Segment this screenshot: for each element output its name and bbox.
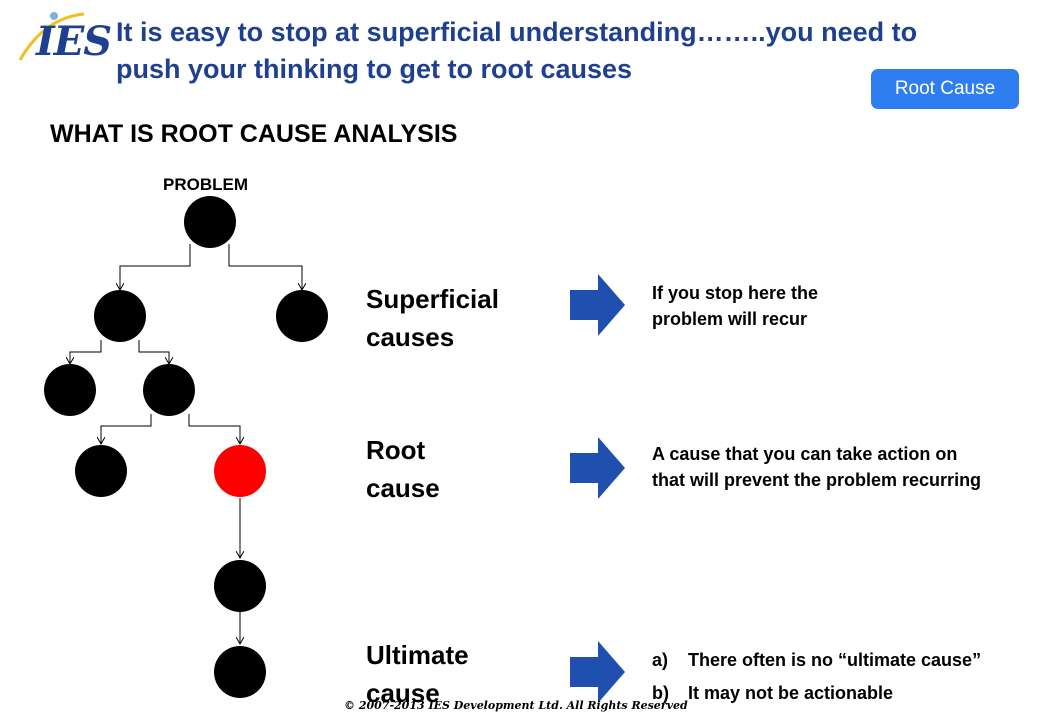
ultimate-cause-node — [214, 646, 266, 698]
connector-line — [120, 244, 191, 290]
description-line: A cause that you can take action on — [652, 444, 958, 464]
logo-text: IES — [36, 18, 112, 65]
right-arrow-icon — [570, 274, 625, 336]
connector-line — [101, 414, 152, 444]
description-line: problem will recur — [652, 309, 808, 329]
description-line: that will prevent the problem recurring — [652, 470, 982, 490]
copyright-footer: © 2007-2013 IES Development Ltd. All Rig… — [344, 699, 688, 712]
cause-node — [44, 364, 96, 416]
logo-swoosh-icon — [18, 12, 85, 61]
page-headline: It is easy to stop at superficial unders… — [116, 17, 918, 84]
connector-line — [188, 414, 240, 444]
description-line: If you stop here the — [652, 283, 819, 303]
list-marker: a) — [652, 650, 669, 670]
cause-node — [214, 560, 266, 612]
cause-node — [143, 364, 195, 416]
stage-title-line: Root — [366, 435, 426, 465]
ultimate-cause-points: a) There often is no “ultimate cause” b)… — [652, 644, 981, 710]
problem-label: PROBLEM — [163, 175, 248, 194]
list-text: It may not be actionable — [688, 683, 894, 703]
list-item: b) It may not be actionable — [652, 677, 981, 710]
connector-line — [228, 244, 302, 290]
stage-ultimate-cause: Ultimate cause — [366, 636, 469, 712]
stage-title-line: causes — [366, 322, 455, 352]
right-arrow-icon — [570, 641, 625, 703]
stage-root-cause: Root cause — [366, 431, 440, 507]
cause-node — [276, 290, 328, 342]
right-arrow-icon — [570, 437, 625, 499]
root-cause-node — [214, 445, 266, 497]
cause-node — [75, 445, 127, 497]
problem-node — [184, 196, 236, 248]
connector-line — [70, 340, 102, 364]
stage-description: If you stop here the problem will recur — [652, 280, 818, 332]
stage-title-line: cause — [366, 678, 440, 708]
stage-title-line: Superficial — [366, 284, 499, 314]
list-text: There often is no “ultimate cause” — [688, 650, 982, 670]
cause-node — [94, 290, 146, 342]
ies-logo: IES — [14, 8, 112, 68]
stage-description: A cause that you can take action on that… — [652, 441, 981, 493]
connector-line — [138, 340, 169, 364]
stage-title-line: cause — [366, 473, 440, 503]
stage-title-line: Ultimate — [366, 640, 469, 670]
section-title: WHAT IS ROOT CAUSE ANALYSIS — [50, 120, 458, 148]
root-cause-button[interactable]: Root Cause — [871, 69, 1019, 109]
stage-superficial-causes: Superficial causes — [366, 280, 499, 356]
list-item: a) There often is no “ultimate cause” — [652, 644, 981, 677]
list-marker: b) — [652, 683, 669, 703]
